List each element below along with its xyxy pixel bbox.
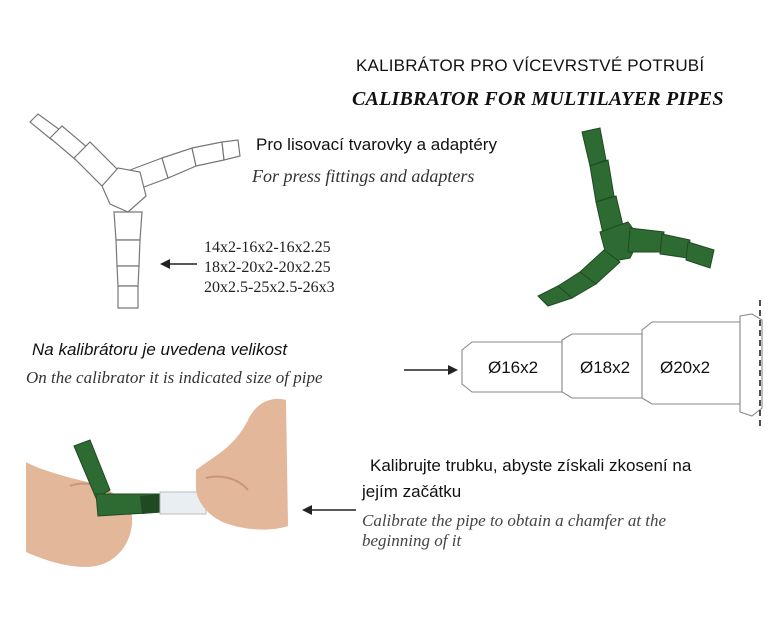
press-fittings-english: For press fittings and adapters bbox=[252, 166, 475, 186]
calibrate-english-line2: beginning of it bbox=[362, 531, 462, 550]
segment-label-18: Ø18x2 bbox=[580, 358, 631, 377]
size-line-3: 20x2.5-25x2.5-26x3 bbox=[204, 279, 335, 296]
calibrate-english-line1: Calibrate the pipe to obtain a chamfer a… bbox=[362, 511, 667, 530]
press-fittings-czech: Pro lisovací tvarovky a adaptéry bbox=[256, 135, 497, 154]
indicated-size-czech: Na kalibrátoru je uvedena velikost bbox=[32, 340, 288, 359]
calibrate-czech-line1: Kalibrujte trubku, abyste získali zkosen… bbox=[370, 456, 692, 475]
size-line-2: 18x2-20x2-20x2.25 bbox=[204, 259, 331, 276]
indicated-size-english: On the calibrator it is indicated size o… bbox=[26, 368, 323, 387]
title-czech: KALIBRÁTOR PRO VÍCEVRSTVÉ POTRUBÍ bbox=[356, 56, 705, 75]
title-english: CALIBRATOR FOR MULTILAYER PIPES bbox=[352, 88, 724, 110]
calibrate-czech-line2: jejím začátku bbox=[362, 482, 462, 501]
segment-label-16: Ø16x2 bbox=[488, 358, 539, 377]
segment-label-20: Ø20x2 bbox=[660, 358, 711, 377]
size-line-1: 14x2-16x2-16x2.25 bbox=[204, 239, 331, 256]
